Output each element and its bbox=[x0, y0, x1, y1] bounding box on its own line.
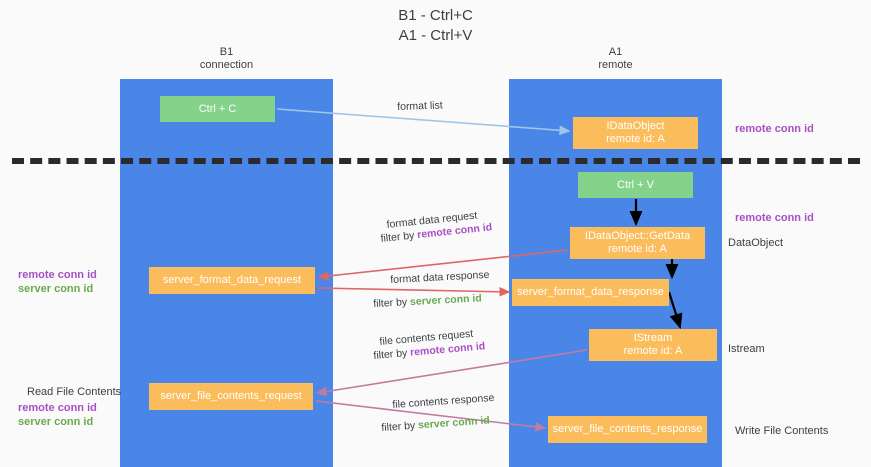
node-server-file-contents-request-label: server_file_contents_request bbox=[160, 390, 302, 402]
swimlane-header-b1-line1: B1 bbox=[219, 46, 234, 58]
title-line-2: A1 - Ctrl+V bbox=[398, 27, 473, 44]
edge-label-format-data-response: format data response bbox=[390, 269, 490, 287]
node-idataobject-remote-id: remote id: A bbox=[606, 133, 665, 145]
swimlane-header-a1: A1 remote bbox=[509, 46, 722, 72]
node-istream[interactable]: IStream remote id: A bbox=[589, 329, 717, 361]
node-server-format-data-request[interactable]: server_format_data_request bbox=[149, 267, 315, 294]
node-idataobject[interactable]: IDataObject remote id: A bbox=[573, 117, 698, 149]
filter-prefix: filter by bbox=[373, 296, 411, 310]
node-ctrl-c-label: Ctrl + C bbox=[198, 102, 237, 115]
annotation-left-mid-conn-ids: remote conn id server conn id bbox=[18, 268, 97, 296]
filter-prefix: filter by bbox=[380, 229, 418, 245]
diagram-title: B1 - Ctrl+C A1 - Ctrl+V bbox=[0, 6, 871, 46]
filter-prefix: filter by bbox=[381, 419, 419, 434]
title-line-1: B1 - Ctrl+C bbox=[398, 7, 473, 24]
filter-key-server-conn-id: server conn id bbox=[417, 414, 491, 432]
edge-label-file-contents-response-filter: filter by server conn id bbox=[381, 414, 490, 435]
annotation-left-mid-remote-conn-id: remote conn id bbox=[18, 269, 97, 281]
node-ctrl-v-label: Ctrl + V bbox=[617, 178, 654, 191]
swimlane-header-b1: B1 connection bbox=[120, 46, 333, 72]
node-idataobject-title: IDataObject bbox=[606, 120, 665, 132]
node-idataobject-getdata-title: IDataObject::GetData bbox=[584, 230, 691, 242]
edge-label-format-list: format list bbox=[397, 99, 443, 114]
node-istream-title: IStream bbox=[633, 332, 673, 344]
annotation-dataobject: DataObject bbox=[728, 237, 784, 249]
annotation-write-file-contents: Write File Contents bbox=[735, 425, 829, 437]
annotation-left-bottom-remote-conn-id: remote conn id bbox=[18, 402, 97, 414]
node-server-format-data-response-label: server_format_data_response bbox=[517, 286, 664, 298]
node-idataobject-getdata[interactable]: IDataObject::GetData remote id: A bbox=[570, 227, 705, 259]
annotation-left-bottom-server-conn-id: server conn id bbox=[18, 416, 94, 428]
annotation-remote-conn-id-mid: remote conn id bbox=[735, 212, 814, 224]
node-server-file-contents-response-label: server_file_contents_response bbox=[552, 423, 703, 435]
node-server-file-contents-request[interactable]: server_file_contents_request bbox=[149, 383, 313, 410]
phase-divider-dashed-line bbox=[12, 158, 860, 164]
node-server-format-data-request-label: server_format_data_request bbox=[162, 274, 302, 286]
swimlane-header-a1-line1: A1 bbox=[608, 46, 623, 58]
filter-prefix: filter by bbox=[373, 346, 411, 362]
filter-key-server-conn-id: server conn id bbox=[409, 292, 483, 309]
edge-label-format-data-response-text: format data response bbox=[390, 268, 490, 286]
edge-label-file-contents-response: file contents response bbox=[392, 392, 495, 412]
annotation-left-bottom-conn-ids: remote conn id server conn id bbox=[18, 401, 97, 429]
node-server-file-contents-response[interactable]: server_file_contents_response bbox=[548, 416, 707, 443]
annotation-read-file-contents: Read File Contents bbox=[27, 386, 122, 398]
edge-label-file-contents-response-text: file contents response bbox=[392, 391, 495, 411]
annotation-left-mid-server-conn-id: server conn id bbox=[18, 283, 94, 295]
annotation-istream: Istream bbox=[728, 343, 765, 355]
edge-label-format-list-text: format list bbox=[397, 99, 443, 113]
node-server-format-data-response[interactable]: server_format_data_response bbox=[512, 279, 669, 306]
node-istream-remote-id: remote id: A bbox=[623, 345, 683, 357]
edge-label-format-data-response-filter: filter by server conn id bbox=[373, 292, 482, 311]
annotation-remote-conn-id-top: remote conn id bbox=[735, 123, 814, 135]
swimlane-header-b1-line2: connection bbox=[199, 59, 254, 71]
node-ctrl-c[interactable]: Ctrl + C bbox=[160, 96, 275, 122]
swimlane-header-a1-line2: remote bbox=[598, 59, 633, 71]
node-idataobject-getdata-remote-id: remote id: A bbox=[608, 243, 667, 255]
node-ctrl-v[interactable]: Ctrl + V bbox=[578, 172, 693, 198]
